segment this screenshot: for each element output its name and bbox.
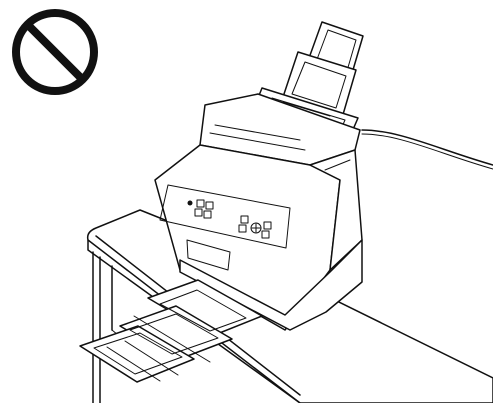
prohibition-icon bbox=[12, 9, 98, 95]
power-cable bbox=[361, 129, 493, 170]
scanner-body bbox=[154, 93, 363, 331]
output-tray bbox=[79, 279, 263, 383]
